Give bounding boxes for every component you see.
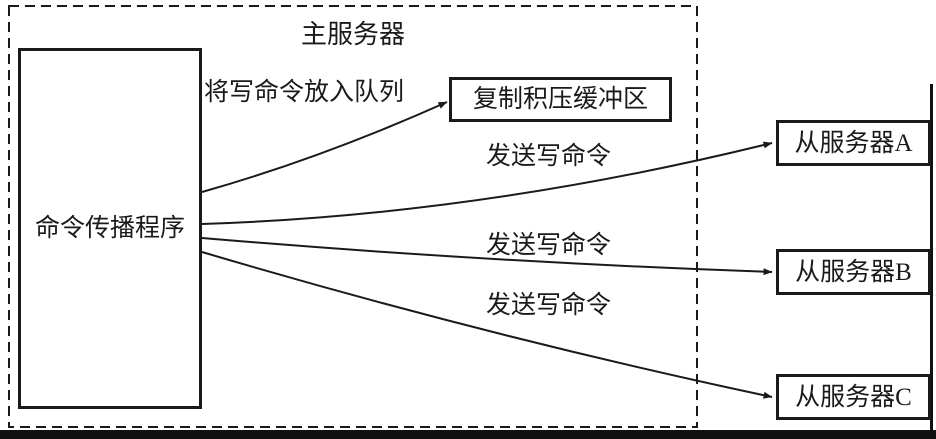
command-propagator-box: 命令传播程序 — [18, 48, 202, 409]
slave-server-b-label: 从服务器B — [795, 258, 912, 286]
send-write-command-label-b: 发送写命令 — [486, 232, 612, 259]
enqueue-write-command-label: 将写命令放入队列 — [204, 79, 405, 106]
slave-server-c-label: 从服务器C — [795, 383, 912, 411]
send-write-command-label-a: 发送写命令 — [486, 143, 612, 170]
replication-backlog-label: 复制积压缓冲区 — [472, 86, 648, 113]
replication-backlog-box: 复制积压缓冲区 — [449, 77, 672, 122]
arrow-send-to-slave-c — [201, 251, 773, 399]
arrow-enqueue-to-backlog — [201, 101, 448, 193]
send-write-command-label-c: 发送写命令 — [486, 292, 612, 319]
page-edge-bottom — [0, 430, 936, 439]
master-server-label: 主服务器 — [300, 20, 405, 49]
slave-server-a-label: 从服务器A — [794, 129, 913, 157]
slave-server-b-box: 从服务器B — [776, 249, 931, 295]
slave-server-a-box: 从服务器A — [776, 120, 931, 166]
slave-server-c-box: 从服务器C — [776, 374, 931, 420]
command-propagator-label: 命令传播程序 — [34, 215, 185, 242]
page-edge-right — [930, 84, 933, 439]
